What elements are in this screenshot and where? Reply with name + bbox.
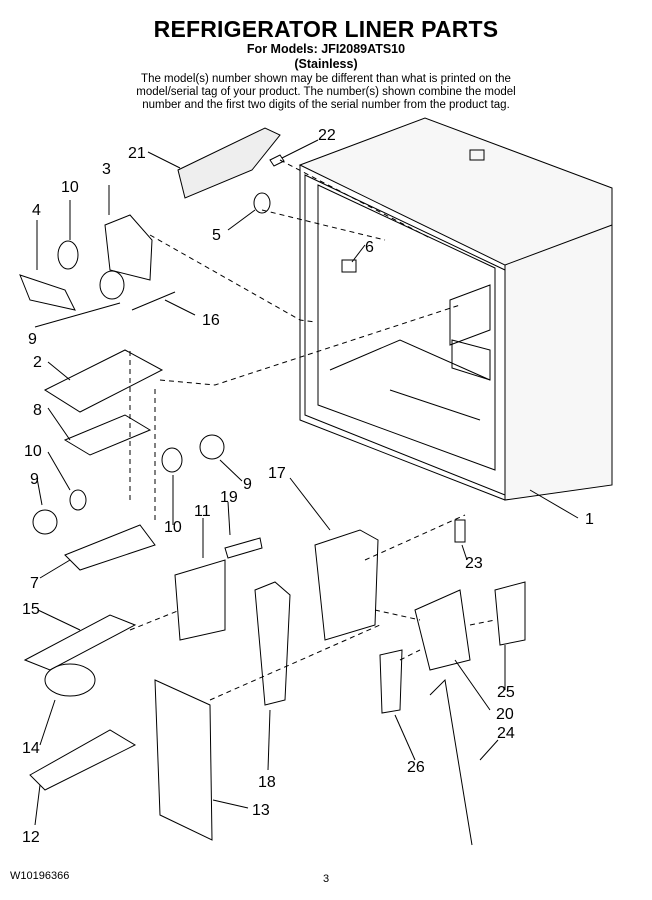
part-21-cover <box>177 127 281 199</box>
part-13-panel <box>154 679 213 841</box>
callout-14: 14 <box>22 740 40 757</box>
part-7-lens <box>64 524 156 571</box>
page-number: 3 <box>322 873 330 885</box>
callout-18: 18 <box>258 774 276 791</box>
callout-5: 5 <box>212 227 221 244</box>
callout-2: 2 <box>33 354 42 371</box>
callout-9: 9 <box>30 471 39 488</box>
callout-7: 7 <box>30 575 39 592</box>
part-26-bracket <box>379 649 403 714</box>
finish-line: (Stainless) <box>294 57 358 71</box>
part-17-dispenser-housing <box>314 529 379 641</box>
model-info: For Models: JFI2089ATS10 (Stainless) <box>0 42 652 72</box>
callout-16: 16 <box>202 312 220 329</box>
callout-21: 21 <box>128 145 146 162</box>
callout-10: 10 <box>24 443 42 460</box>
models-line: For Models: JFI2089ATS10 <box>246 42 406 56</box>
part-11-bracket <box>174 559 226 641</box>
part-23-switch <box>454 519 466 543</box>
callout-26: 26 <box>407 759 425 776</box>
callout-1: 1 <box>585 511 594 528</box>
part-9-bulb-mid <box>199 434 225 460</box>
callout-25: 25 <box>497 684 515 701</box>
liner-box <box>298 117 613 501</box>
callout-10: 10 <box>61 179 79 196</box>
callout-23: 23 <box>465 555 483 572</box>
callout-12: 12 <box>22 829 40 846</box>
callout-8: 8 <box>33 402 42 419</box>
part-22-screw <box>269 154 285 167</box>
part-9-bulb-low <box>32 509 58 535</box>
part-6-clip <box>341 259 357 273</box>
callout-15: 15 <box>22 601 40 618</box>
part-15-filter-housing <box>23 614 137 671</box>
part-25-bracket <box>494 581 526 646</box>
callout-11: 11 <box>194 503 211 520</box>
part-10-socket-mid <box>161 447 183 473</box>
part-18-heater <box>254 581 291 706</box>
part-19-connector <box>224 537 263 559</box>
callout-3: 3 <box>102 161 111 178</box>
part-12-filter-cover <box>29 729 137 791</box>
part-9-bulb-top <box>99 270 125 300</box>
part-16-wire <box>131 291 176 311</box>
callout-13: 13 <box>252 802 270 819</box>
document-number: W10196366 <box>10 870 70 882</box>
part-24-tube <box>429 678 473 846</box>
part-10-socket-top <box>57 240 79 270</box>
callout-19: 19 <box>220 489 238 506</box>
callout-4: 4 <box>32 202 41 219</box>
callout-10: 10 <box>164 519 182 536</box>
callout-20: 20 <box>496 706 514 723</box>
part-2-housing <box>43 349 164 413</box>
page-title: REFRIGERATOR LINER PARTS <box>153 16 499 42</box>
part-3-shield <box>104 214 153 281</box>
part-20-valve <box>414 589 471 671</box>
part-10-socket-low <box>69 489 87 511</box>
callout-24: 24 <box>497 725 515 742</box>
callout-22: 22 <box>318 127 336 144</box>
model-note: The model(s) number shown may be differe… <box>136 73 516 111</box>
part-5-fan <box>253 192 271 214</box>
callout-9: 9 <box>28 331 37 348</box>
part-14-filter <box>44 663 96 697</box>
callout-17: 17 <box>268 465 286 482</box>
part-4-lens <box>19 274 76 311</box>
callout-6: 6 <box>365 239 374 256</box>
part-8-diffuser <box>63 414 152 456</box>
callout-9: 9 <box>243 476 252 493</box>
